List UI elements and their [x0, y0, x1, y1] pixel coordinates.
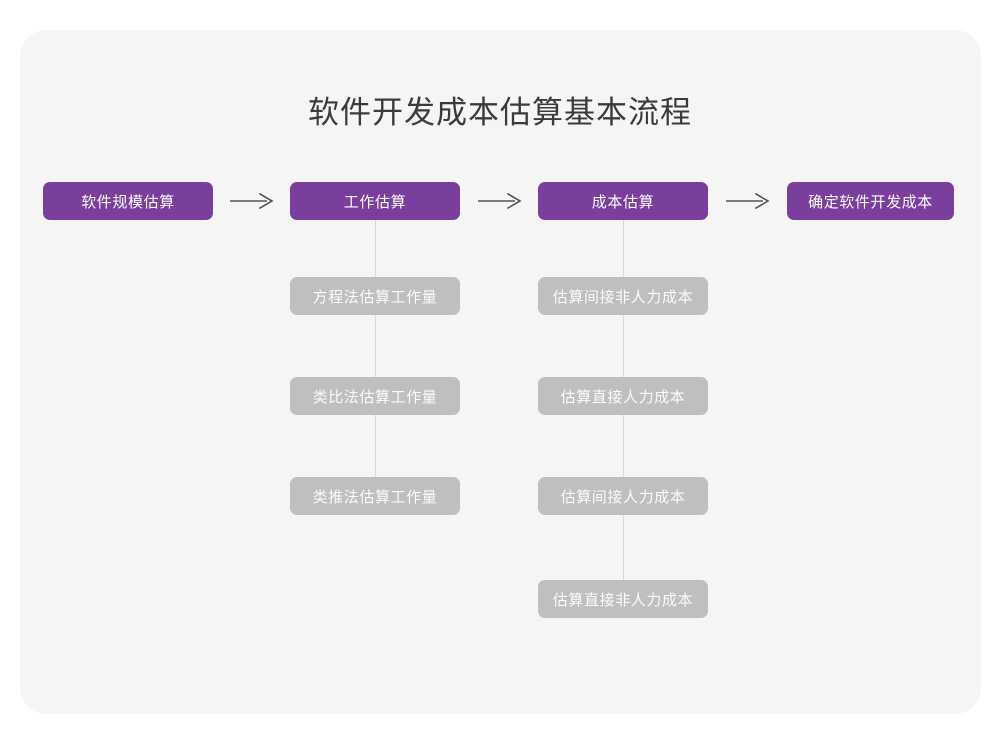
diagram-card: [20, 30, 981, 714]
connector-line-work: [375, 220, 376, 480]
process-node-cost-estimation[interactable]: 成本估算: [538, 182, 708, 220]
sub-node-direct-labor-cost[interactable]: 估算直接人力成本: [538, 377, 708, 415]
sub-node-work-inference-method[interactable]: 类推法估算工作量: [290, 477, 460, 515]
sub-node-work-equation-method[interactable]: 方程法估算工作量: [290, 277, 460, 315]
arrow-right-icon-1: [229, 191, 275, 211]
sub-node-work-analogy-method[interactable]: 类比法估算工作量: [290, 377, 460, 415]
process-node-software-scale-estimation[interactable]: 软件规模估算: [43, 182, 213, 220]
sub-node-direct-nonlabor-cost[interactable]: 估算直接非人力成本: [538, 580, 708, 618]
sub-node-indirect-labor-cost[interactable]: 估算间接人力成本: [538, 477, 708, 515]
process-node-determine-development-cost[interactable]: 确定软件开发成本: [787, 182, 954, 220]
page-title: 软件开发成本估算基本流程: [308, 95, 692, 130]
process-node-work-estimation[interactable]: 工作估算: [290, 182, 460, 220]
arrow-right-icon-3: [725, 191, 771, 211]
arrow-right-icon-2: [477, 191, 523, 211]
sub-node-indirect-nonlabor-cost[interactable]: 估算间接非人力成本: [538, 277, 708, 315]
